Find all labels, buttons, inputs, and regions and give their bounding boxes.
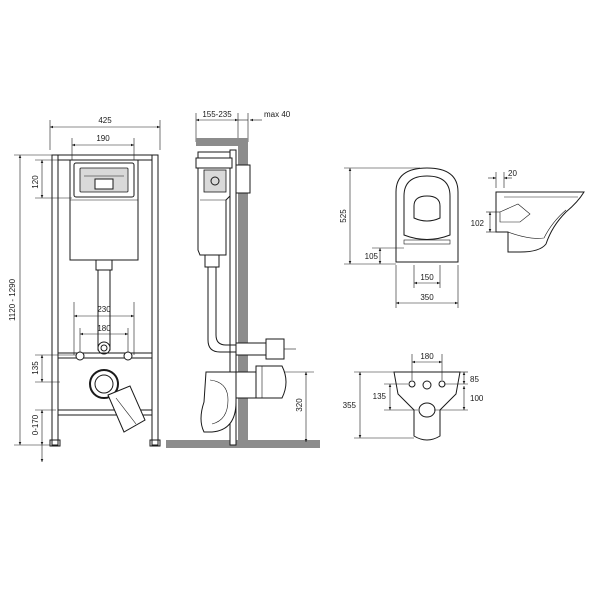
wall-top-bracket [196,138,248,146]
outlet-height-label: 320 [295,398,304,412]
flush-connector-end [265,338,285,360]
rim-offset-label: 20 [508,169,517,178]
bolt-offset-label: 85 [470,375,479,384]
left-mount-hole [408,380,416,388]
bowl-side-outline [495,191,585,253]
frame-front-view: 425 190 120 1120 - [8,116,161,462]
front-offset-label: 105 [365,252,379,261]
pipe-spacing-inner-label: 180 [97,324,111,333]
flush-pipe-outlet [97,341,111,355]
drain-connector [235,371,257,399]
outlet-drop-label: 100 [470,394,484,403]
seat-hinge [403,239,451,245]
bowl-opening [413,195,441,222]
outlet-pipe [89,369,119,399]
bowl-trap [499,203,531,223]
frame-side-view: 155-235 max 40 [166,110,320,448]
pipe-spacing-outer-label: 230 [97,305,111,314]
bowl-seat [403,175,451,240]
bowl-top-view: 525 105 150 350 [339,167,459,308]
drain-elbow [200,371,237,433]
cistern-top-bar [195,157,233,169]
foot-range-label: 0-170 [31,414,40,435]
inlet-drop-label: 135 [373,392,387,401]
cistern-outlet-side [204,254,220,268]
right-bolt [123,351,133,361]
bowl-back-view: 180 85 100 135 355 [343,352,484,441]
total-height-label: 1120 - 1290 [8,278,17,321]
flush-plate-side [235,164,251,194]
bowl-side-view: 20 102 [471,169,585,253]
left-upright [51,154,59,446]
floor [166,440,320,448]
drain-adapter [255,365,287,399]
wall-offset-label: max 40 [264,110,291,119]
outer-width-label: 350 [420,293,434,302]
plate-width-label: 190 [96,134,110,143]
frame-width-label: 425 [98,116,112,125]
bowl-outline [395,167,459,263]
plate-height-label: 120 [31,175,40,189]
left-bolt [75,351,85,361]
valve-side [203,169,227,193]
side-upright [229,149,237,446]
right-upright [151,154,159,446]
back-height-label: 355 [343,401,357,410]
bowl-length-label: 525 [339,209,348,223]
bolt-height-label: 135 [31,361,40,375]
depth-label: 155-235 [202,110,232,119]
flush-valve [94,178,114,190]
outlet-hole [418,402,436,418]
outlet-elbow [107,385,146,433]
inlet-height-label: 102 [471,219,485,228]
bowl-back-outline [393,371,461,441]
bolt-spacing-label: 180 [420,352,434,361]
inner-width-label: 150 [420,273,434,282]
wall [238,138,248,448]
cistern-outlet [95,259,113,271]
inlet-hole [422,380,432,390]
